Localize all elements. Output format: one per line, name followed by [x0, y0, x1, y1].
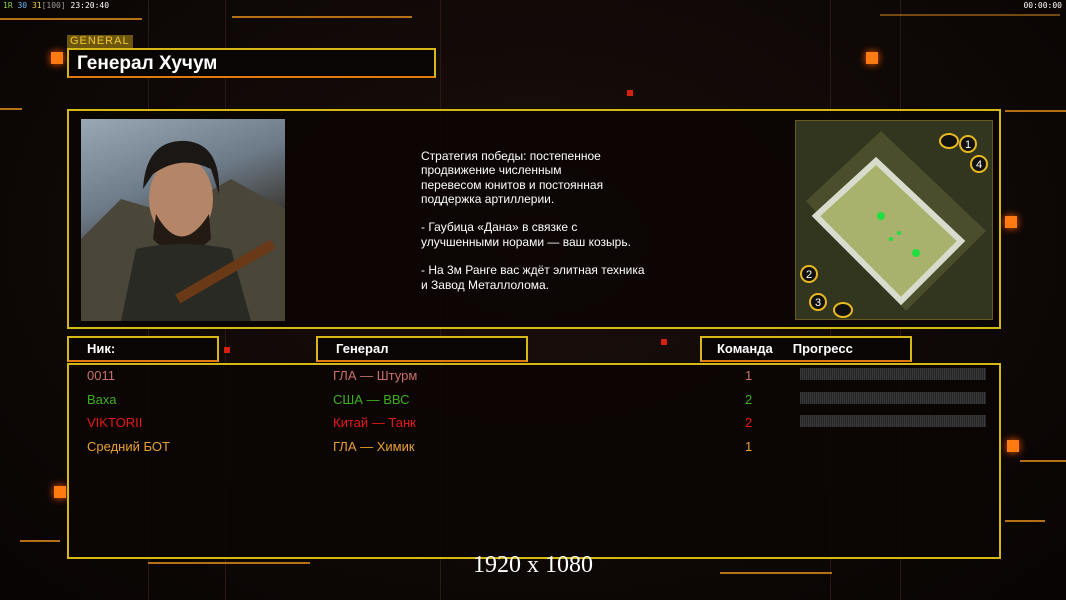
header-nick: Ник:: [67, 336, 219, 362]
start-slot-4[interactable]: 4: [976, 159, 982, 171]
start-slot-1[interactable]: 1: [965, 139, 971, 151]
start-slot-3[interactable]: 3: [815, 297, 821, 309]
resolution-label: 1920 x 1080: [473, 552, 593, 578]
progress-bar: [800, 392, 986, 404]
progress-bar: [800, 368, 986, 380]
game-clock: 00:00:00: [1023, 1, 1062, 10]
minimap[interactable]: 1 2 3 4: [795, 120, 993, 320]
header-progress: Прогресс: [792, 341, 853, 356]
general-tag: GENERAL: [67, 35, 133, 48]
progress-bar: [800, 415, 986, 427]
header-general: Генерал: [316, 336, 528, 362]
status-readout: 1R 30 31[100] 23:20:40: [3, 1, 110, 10]
general-info-panel: Стратегия победы: постепенное продвижени…: [67, 109, 1001, 329]
start-slot-2[interactable]: 2: [806, 269, 812, 281]
page-title: Генерал Хучум: [67, 48, 436, 78]
strategy-description: Стратегия победы: постепенное продвижени…: [421, 149, 645, 292]
general-portrait: [81, 119, 285, 321]
header-team: Команда: [717, 341, 773, 356]
header-team-progress: Команда Прогресс: [700, 336, 912, 362]
